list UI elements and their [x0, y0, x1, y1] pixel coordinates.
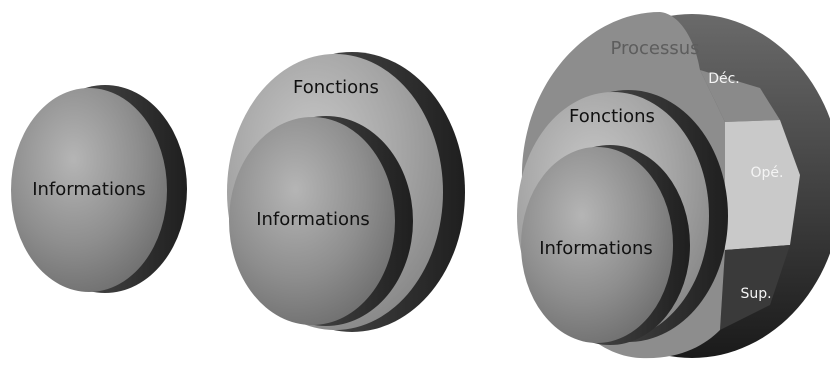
- diagram-single: Informations: [11, 85, 187, 293]
- segment-label-ope: Opé.: [751, 165, 784, 181]
- segment-label-sup: Sup.: [740, 286, 771, 302]
- segment-ope: [725, 120, 800, 250]
- segment-sup: [720, 245, 790, 330]
- segment-dec: [700, 70, 780, 122]
- label-informations: Informations: [539, 238, 653, 259]
- disc-informations: [229, 117, 395, 325]
- diagram-double: Fonctions Informations: [227, 52, 465, 332]
- label-informations: Informations: [32, 179, 146, 200]
- label-fonctions: Fonctions: [293, 77, 379, 98]
- segment-label-dec: Déc.: [708, 71, 740, 87]
- disc-informations: [11, 88, 167, 292]
- label-informations: Informations: [256, 209, 370, 230]
- disc-informations: [521, 147, 673, 343]
- diagram-triple: Processus Déc. Opé. Sup. Fonctions Infor…: [517, 12, 830, 359]
- label-fonctions: Fonctions: [569, 106, 655, 127]
- label-processus: Processus: [610, 38, 699, 59]
